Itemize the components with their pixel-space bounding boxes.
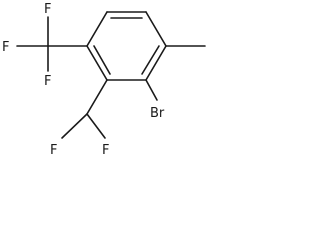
atom-label-f: F	[44, 2, 51, 17]
atom-label-f: F	[50, 143, 57, 158]
ring-double-bond	[93, 45, 111, 75]
ring-bond	[145, 45, 167, 81]
atom-label-br: Br	[150, 106, 165, 121]
ring-bond	[86, 45, 108, 81]
molecule-structure: F F F F F Br	[2, 2, 206, 158]
atom-label-f: F	[102, 143, 109, 158]
cf-bond	[61, 113, 88, 139]
chf2-attach-bond	[86, 79, 108, 115]
trifluoromethyl-group: F F F	[2, 2, 88, 89]
ring-bond	[86, 11, 108, 47]
atom-label-f: F	[44, 74, 51, 89]
ring-bond	[145, 11, 167, 47]
benzene-ring	[86, 11, 167, 81]
atom-label-f: F	[2, 40, 9, 55]
cf-bond	[86, 113, 106, 139]
difluoromethyl-group: F F	[50, 79, 109, 158]
bromo-substituent: Br	[145, 79, 165, 121]
ring-double-bond	[141, 45, 160, 75]
cbr-bond	[145, 79, 158, 101]
